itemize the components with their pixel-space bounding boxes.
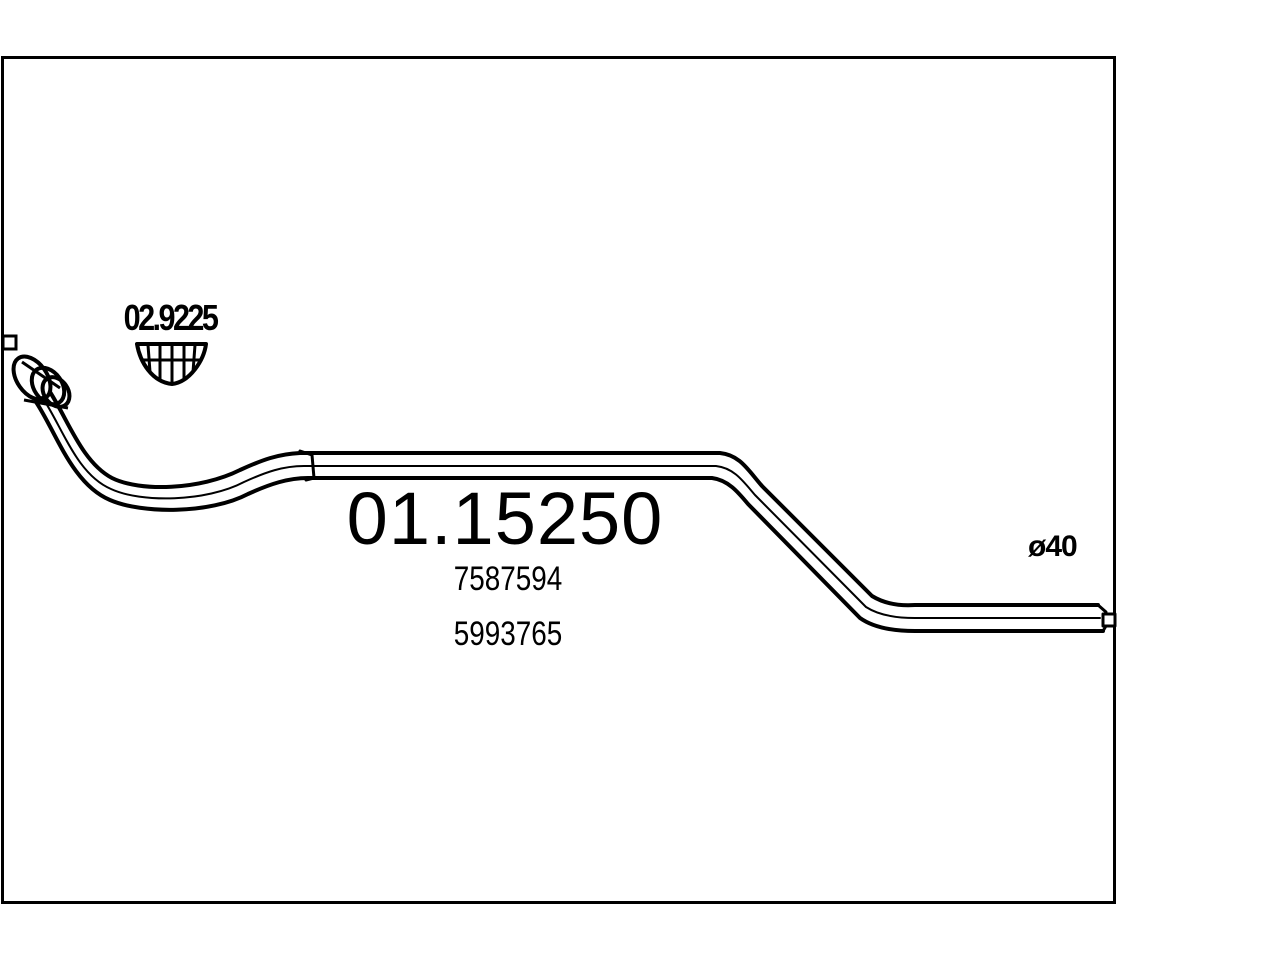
clamp-part-number: 02.9225	[123, 297, 219, 338]
outlet-diameter-label: ø40	[1028, 530, 1078, 563]
clamp-icon	[135, 342, 208, 386]
part-number: 01.15250	[346, 477, 664, 560]
inlet-flange-icon	[11, 354, 72, 410]
exhaust-pipe-icon	[34, 390, 1117, 633]
oe-reference-1: 7587594	[453, 560, 563, 598]
left-end-marker-icon	[1, 334, 18, 351]
oe-reference-2: 5993765	[453, 615, 563, 653]
drawing-frame	[1, 56, 1116, 904]
